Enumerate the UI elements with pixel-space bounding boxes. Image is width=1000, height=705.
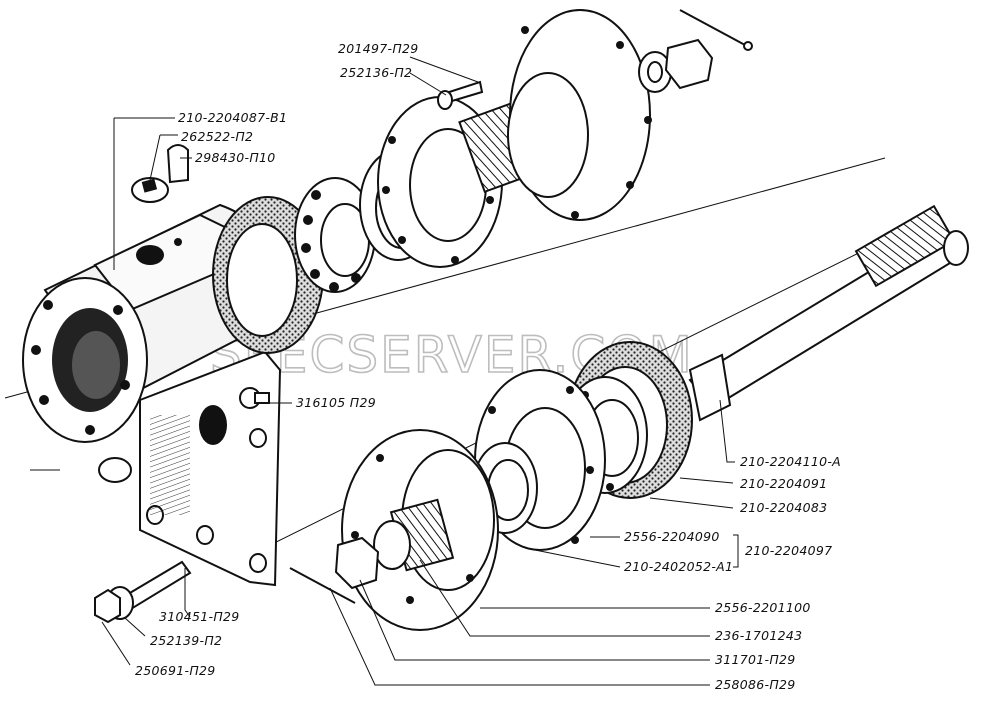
shaft-end (943, 230, 969, 266)
housing-bore-inner (72, 331, 120, 399)
leader-lines (101, 56, 739, 686)
label-252139: 252139-П2 (150, 633, 222, 648)
splined-shaft (688, 204, 969, 422)
lower-castle-nut (334, 536, 380, 590)
label-316105: 316105 П29 (296, 395, 376, 410)
bracket-hole-1 (249, 428, 267, 448)
grease-plug-and-fitting (131, 144, 189, 203)
lower-cotter-pin (289, 567, 356, 604)
label-2402052: 210-2402052-А1 (624, 559, 733, 574)
bolt-nut (94, 588, 121, 624)
upper-bearing-group (294, 9, 753, 293)
flange-bolt-hole (113, 305, 123, 315)
label-2204090: 2556-2204090 (624, 529, 720, 544)
flange-bolt-hole (31, 345, 41, 355)
housing-top-port (136, 245, 164, 265)
bracket-hole-2 (196, 525, 214, 545)
label-262522: 262522-П2 (181, 129, 253, 144)
label-2204087: 210-2204087-В1 (178, 110, 287, 125)
label-1701243: 236-1701243 (715, 628, 802, 643)
shaft-splines (854, 204, 956, 288)
grease-fitting-298430 (166, 144, 189, 184)
bracket-hatch (150, 415, 190, 515)
bracket-hole-3 (249, 553, 267, 573)
label-252136: 252136-П2 (340, 65, 412, 80)
label-2204110: 210-2204110-А (740, 454, 841, 469)
plug-square-socket (141, 178, 158, 193)
housing (22, 196, 324, 587)
bolt-310451-assembly (94, 560, 192, 624)
label-250691: 250691-П29 (135, 663, 216, 678)
label-2201100: 2556-2201100 (715, 600, 811, 615)
shaft-collar (688, 353, 732, 422)
label-298430: 298430-П10 (195, 150, 276, 165)
label-201497: 201497-П29 (338, 41, 419, 56)
bracket-slot (199, 405, 227, 445)
housing-rear-disc-face (226, 223, 298, 337)
label-258086: 258086-П29 (715, 677, 796, 692)
lower-bearing-group (289, 341, 693, 631)
flange-bolt-hole (85, 425, 95, 435)
housing-side-plug (98, 457, 132, 483)
label-2204097: 210-2204097 (745, 543, 832, 558)
flange-bolt-hole (43, 300, 53, 310)
flange-bolt-hole (39, 395, 49, 405)
label-2204091: 210-2204091 (740, 476, 827, 491)
castle-nut (664, 38, 714, 90)
cotter-pin (679, 9, 746, 46)
label-2204083: 210-2204083 (740, 500, 827, 515)
flange-bolt-hole (120, 380, 130, 390)
housing-top-small-port (174, 238, 182, 246)
label-311701: 311701-П29 (715, 652, 796, 667)
label-310451: 310451-П29 (159, 609, 240, 624)
bracket-hole-4 (146, 505, 164, 525)
part-number-labels: 201497-П29 252136-П2 210-2204087-В1 2625… (135, 41, 841, 692)
